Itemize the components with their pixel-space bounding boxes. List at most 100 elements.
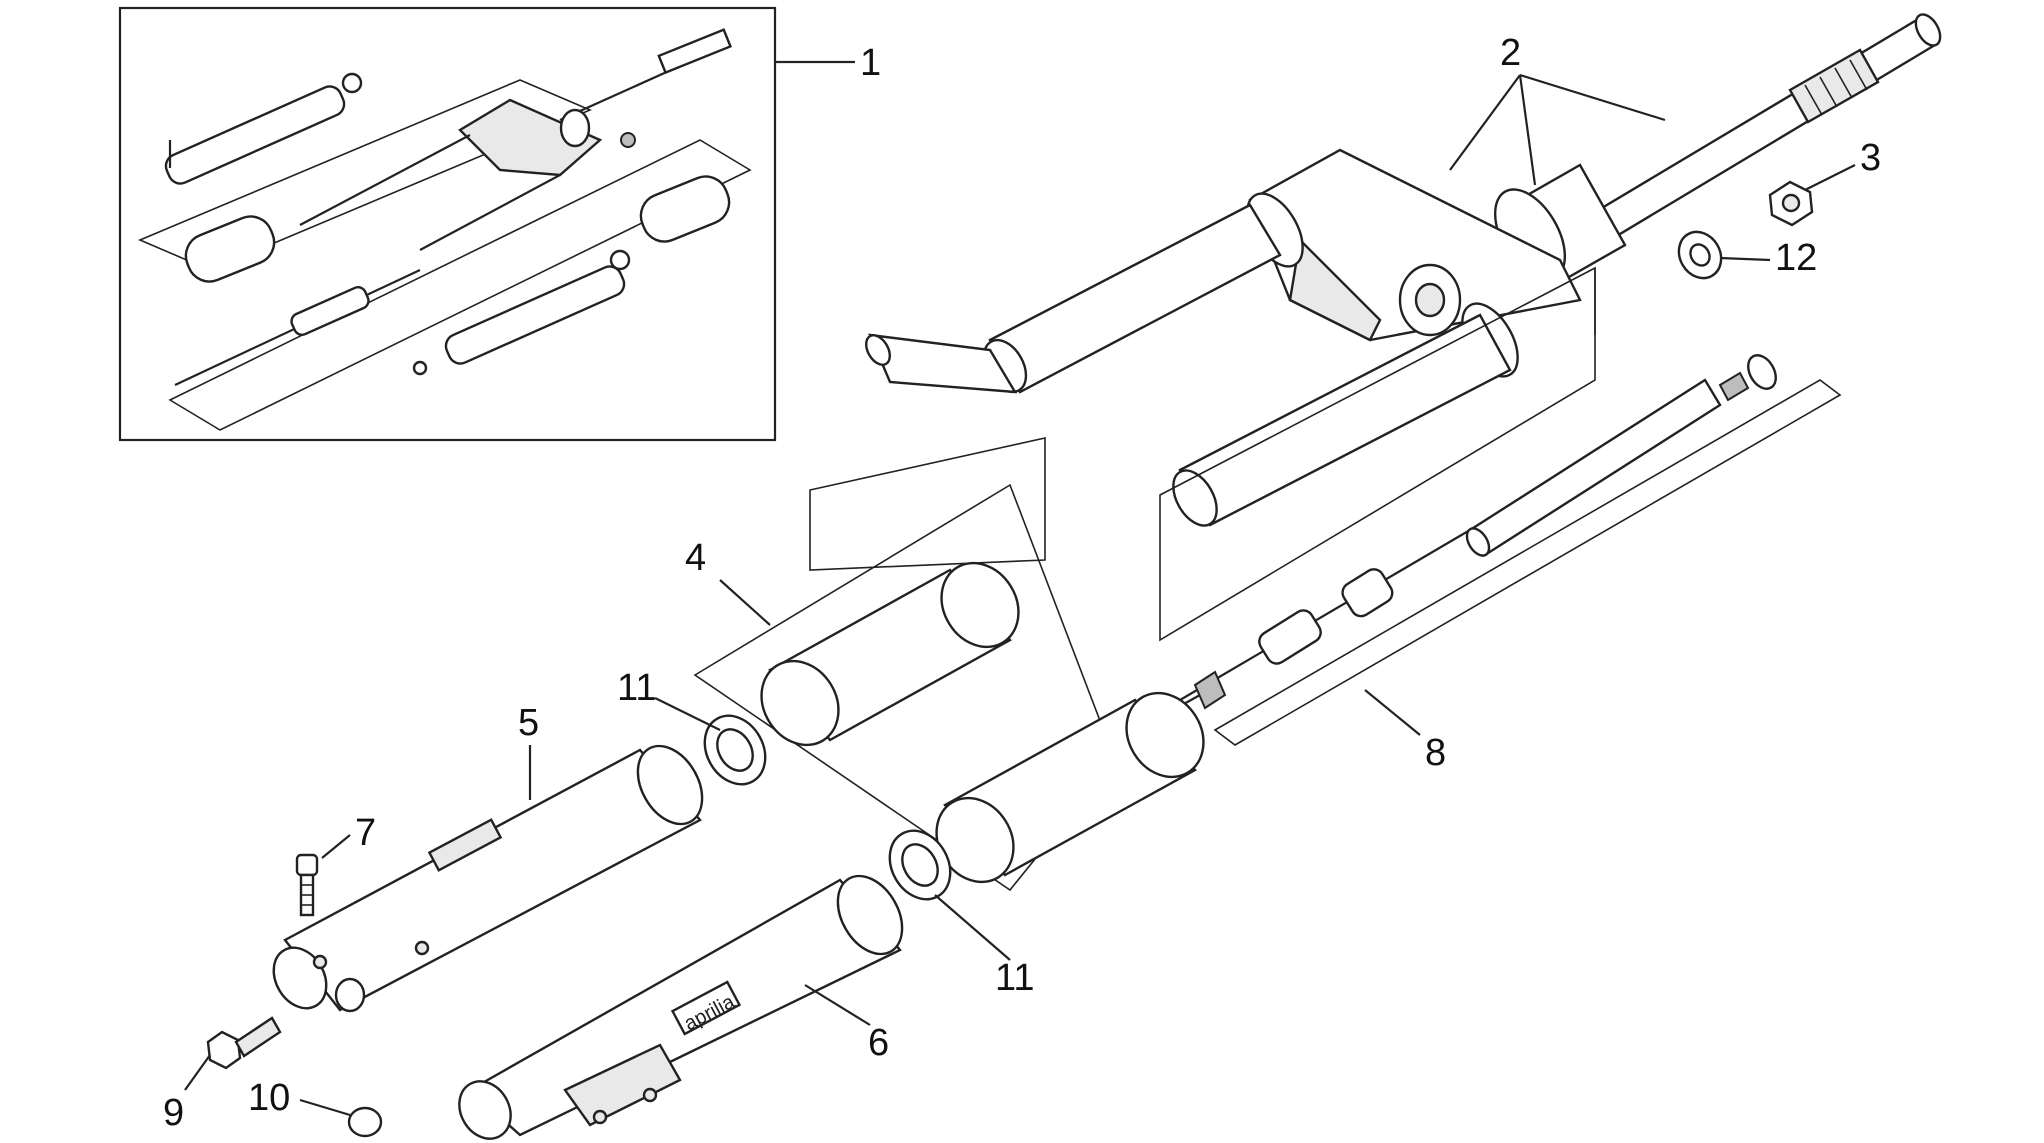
bolt-head: [206, 1030, 242, 1070]
stem-tube-end: [1914, 13, 1942, 47]
stem-thread: [1788, 48, 1880, 124]
inset-sleeve-left: [184, 215, 276, 283]
steering-stem-crown: [1246, 13, 1942, 378]
callout-9: 9: [163, 1092, 184, 1134]
leader-2c: [1519, 73, 1666, 122]
inset-crown: [458, 98, 603, 177]
leader-2b: [1518, 74, 1537, 186]
screw-head: [295, 853, 319, 877]
assembly-inset: [118, 6, 855, 442]
inner-tube-left: [988, 203, 1282, 394]
group-box-damper: [1213, 379, 1842, 746]
leader-7: [321, 834, 351, 859]
callout-labels: 1 2 3 12 4 11 5 7 8 11 6 9 10: [163, 32, 1881, 1134]
thread-line: [1804, 84, 1823, 116]
inset-slider-right: [444, 265, 626, 365]
inset-frame: [118, 6, 777, 442]
damper-bush: [1341, 568, 1394, 618]
callout-6: 6: [868, 1022, 889, 1064]
sleeve-lower-far-end: [1125, 691, 1205, 779]
inset-slider-left: [164, 85, 346, 185]
nut-hole: [1781, 193, 1801, 213]
slider-left-axle-hole: [334, 977, 366, 1013]
slider-right-part-6: aprilia: [458, 874, 904, 1140]
bolt-thread: [234, 1016, 282, 1058]
inner-tube-right-end: [1172, 469, 1218, 527]
callout-1: 1: [860, 42, 881, 84]
callout-4: 4: [685, 537, 706, 579]
damper-cartridge: [1154, 354, 1777, 721]
leader-12: [1719, 256, 1771, 262]
damper-body-end: [1465, 527, 1491, 557]
sleeve-upper-end: [760, 659, 840, 747]
callout-10: 10: [248, 1077, 290, 1119]
inset-tube-a: [299, 134, 471, 226]
thread-line: [1819, 76, 1838, 108]
crown-bolt-hole: [1414, 282, 1446, 318]
fork-inner-tubes: [865, 203, 1512, 527]
leader-6: [804, 984, 871, 1026]
damper-piston: [1258, 609, 1322, 665]
damper-washer: [1747, 354, 1777, 390]
inset-stem-thread: [657, 28, 733, 75]
leader-9: [184, 1054, 211, 1091]
slider-left-part-5: [272, 744, 704, 1013]
inner-tube-left-lower: [868, 333, 1018, 394]
cap-nut: [347, 1106, 383, 1138]
slider-left-small-hole: [414, 940, 430, 956]
sleeves-part-4: [693, 483, 1205, 892]
group-box-right-tube: [1159, 266, 1596, 642]
inner-tube-right: [1178, 313, 1512, 527]
group-box-left-tube: [809, 437, 1046, 571]
slider-left-rib: [427, 818, 503, 872]
inset-seal: [609, 249, 631, 271]
callout-8: 8: [1425, 732, 1446, 774]
slider-right-hole: [642, 1087, 658, 1103]
slider-left-body: [283, 748, 702, 1012]
leader-11b: [934, 894, 1011, 961]
damper-nut: [1193, 670, 1227, 710]
screw-part-7: [295, 853, 319, 917]
damper-body: [1468, 378, 1722, 557]
oil-seal-lower-inner: [901, 843, 939, 887]
sleeve-upper-far-end: [940, 561, 1020, 649]
slider-right-top: [836, 874, 904, 956]
leader-3: [1804, 164, 1856, 191]
callout-11-upper: 11: [617, 667, 656, 709]
callout-5: 5: [518, 702, 539, 744]
inset-cap-nut: [412, 360, 428, 376]
callout-7: 7: [355, 812, 376, 854]
slider-right-caliper-mount: [563, 1043, 682, 1127]
leader-11a: [654, 697, 721, 731]
callout-11-lower: 11: [995, 957, 1034, 999]
inset-damper-body: [290, 286, 370, 336]
leader-10: [299, 1098, 351, 1117]
washer-hole: [1689, 243, 1711, 267]
leader-8: [1364, 689, 1421, 736]
logo-plate: [670, 980, 742, 1036]
leader-4: [719, 579, 771, 626]
slider-left-top: [636, 744, 704, 826]
thread-line: [1834, 67, 1853, 99]
inset-bearing: [559, 108, 591, 148]
cap-nut-part-10: [347, 1106, 383, 1138]
slider-right-hole: [592, 1109, 608, 1125]
slider-left-bolt-hole: [312, 954, 328, 970]
callout-12: 12: [1775, 237, 1817, 279]
inset-group-box-b: [168, 139, 752, 431]
leader-2a: [1449, 74, 1521, 171]
leader-lines: [184, 73, 1856, 1117]
bolt-part-9: [206, 1016, 282, 1070]
slider-right-axle-boss: [458, 1080, 512, 1140]
callout-3: 3: [1860, 137, 1881, 179]
inset-nut: [620, 132, 636, 148]
thread-line: [1849, 59, 1868, 91]
damper-rod: [1179, 529, 1471, 701]
damper-top-thread: [1718, 371, 1750, 402]
inner-tube-left-end: [865, 334, 891, 366]
callout-2: 2: [1500, 32, 1521, 74]
inset-tube-b: [419, 174, 561, 251]
oil-seal-upper-inner: [716, 728, 754, 772]
inset-washer: [341, 72, 363, 94]
